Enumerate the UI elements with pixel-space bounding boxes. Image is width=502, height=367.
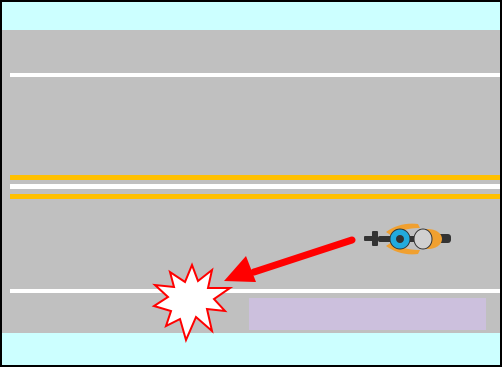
center-line-yellow-top	[10, 175, 502, 180]
shoulder-zone	[249, 298, 486, 330]
bottom-sidewalk	[0, 333, 502, 367]
lane-line-center-white	[10, 184, 502, 189]
lane-line-lower	[10, 289, 502, 293]
center-line-yellow-bottom	[10, 194, 502, 199]
lane-line-upper	[10, 73, 502, 77]
top-sidewalk	[0, 0, 502, 30]
